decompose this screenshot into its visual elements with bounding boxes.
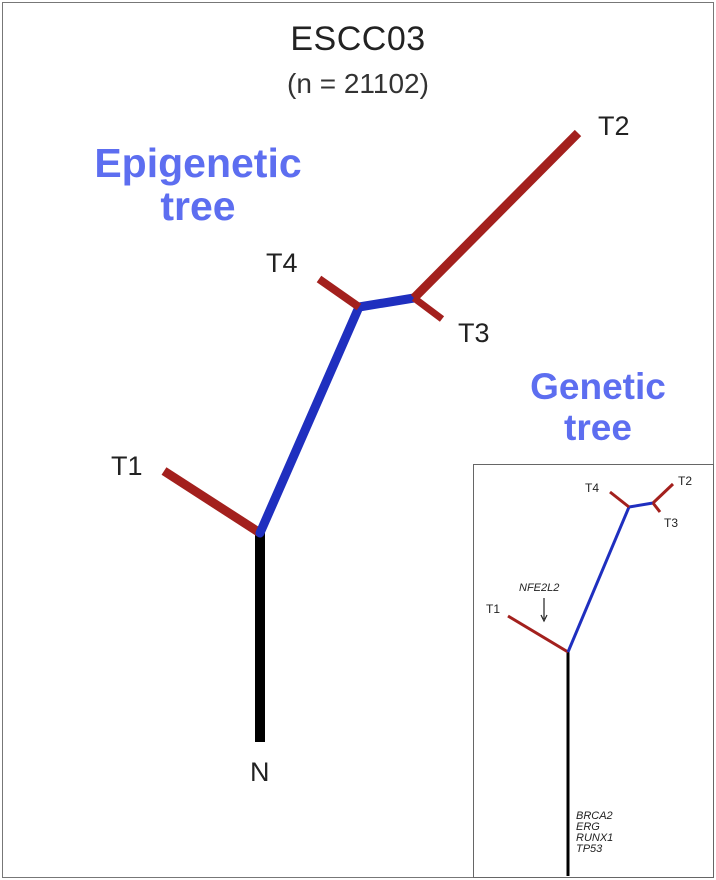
trunk-gene-erg: ERG	[576, 821, 600, 833]
gen-branch-t1	[507, 614, 569, 654]
genetic-tree-inset	[473, 464, 714, 878]
gen-node-t4: T4	[585, 481, 600, 495]
figure-title: ESCC03	[290, 20, 426, 58]
nfe2l2-arrowhead	[540, 614, 548, 623]
epi-node-t4: T4	[266, 248, 298, 278]
epi-branch-t4	[316, 275, 362, 311]
gen-branch-shared-lower	[566, 506, 631, 653]
epi-branch-t2	[410, 129, 582, 302]
trunk-gene-runx1: RUNX1	[576, 832, 614, 844]
epigenetic-tree-label: Epigenetic tree	[48, 143, 348, 227]
nfe2l2-gene-label: NFE2L2	[519, 582, 560, 594]
epigenetic-label-line1: Epigenetic	[94, 140, 302, 186]
epi-node-n: N	[250, 757, 270, 787]
gen-branch-shared-upper	[628, 501, 654, 509]
gen-node-t1: T1	[486, 602, 501, 616]
gen-branch-t2	[651, 482, 675, 505]
genetic-label-line1: Genetic	[530, 366, 666, 407]
gen-branch-t4	[609, 490, 630, 509]
gen-branch-t3	[651, 502, 662, 513]
epi-branch-t1	[161, 467, 263, 537]
gen-node-t3: T3	[664, 516, 679, 530]
trunk-gene-list: BRCA2 ERG RUNX1 TP53	[576, 811, 613, 855]
figure-subtitle: (n = 21102)	[287, 68, 429, 99]
epi-node-t1: T1	[111, 451, 143, 481]
trunk-gene-brca2: BRCA2	[576, 810, 613, 822]
epi-node-t3: T3	[458, 318, 490, 348]
epigenetic-label-line2: tree	[160, 183, 236, 229]
trunk-gene-tp53: TP53	[576, 843, 603, 855]
epi-branch-shared-upper	[354, 293, 419, 312]
genetic-tree-label: Genetic tree	[488, 368, 708, 446]
epi-branch-t3	[411, 295, 445, 322]
gen-node-t2: T2	[678, 474, 693, 488]
epi-branch-shared-lower	[255, 302, 364, 538]
epi-node-t2: T2	[598, 111, 630, 141]
genetic-label-line2: tree	[564, 407, 632, 448]
